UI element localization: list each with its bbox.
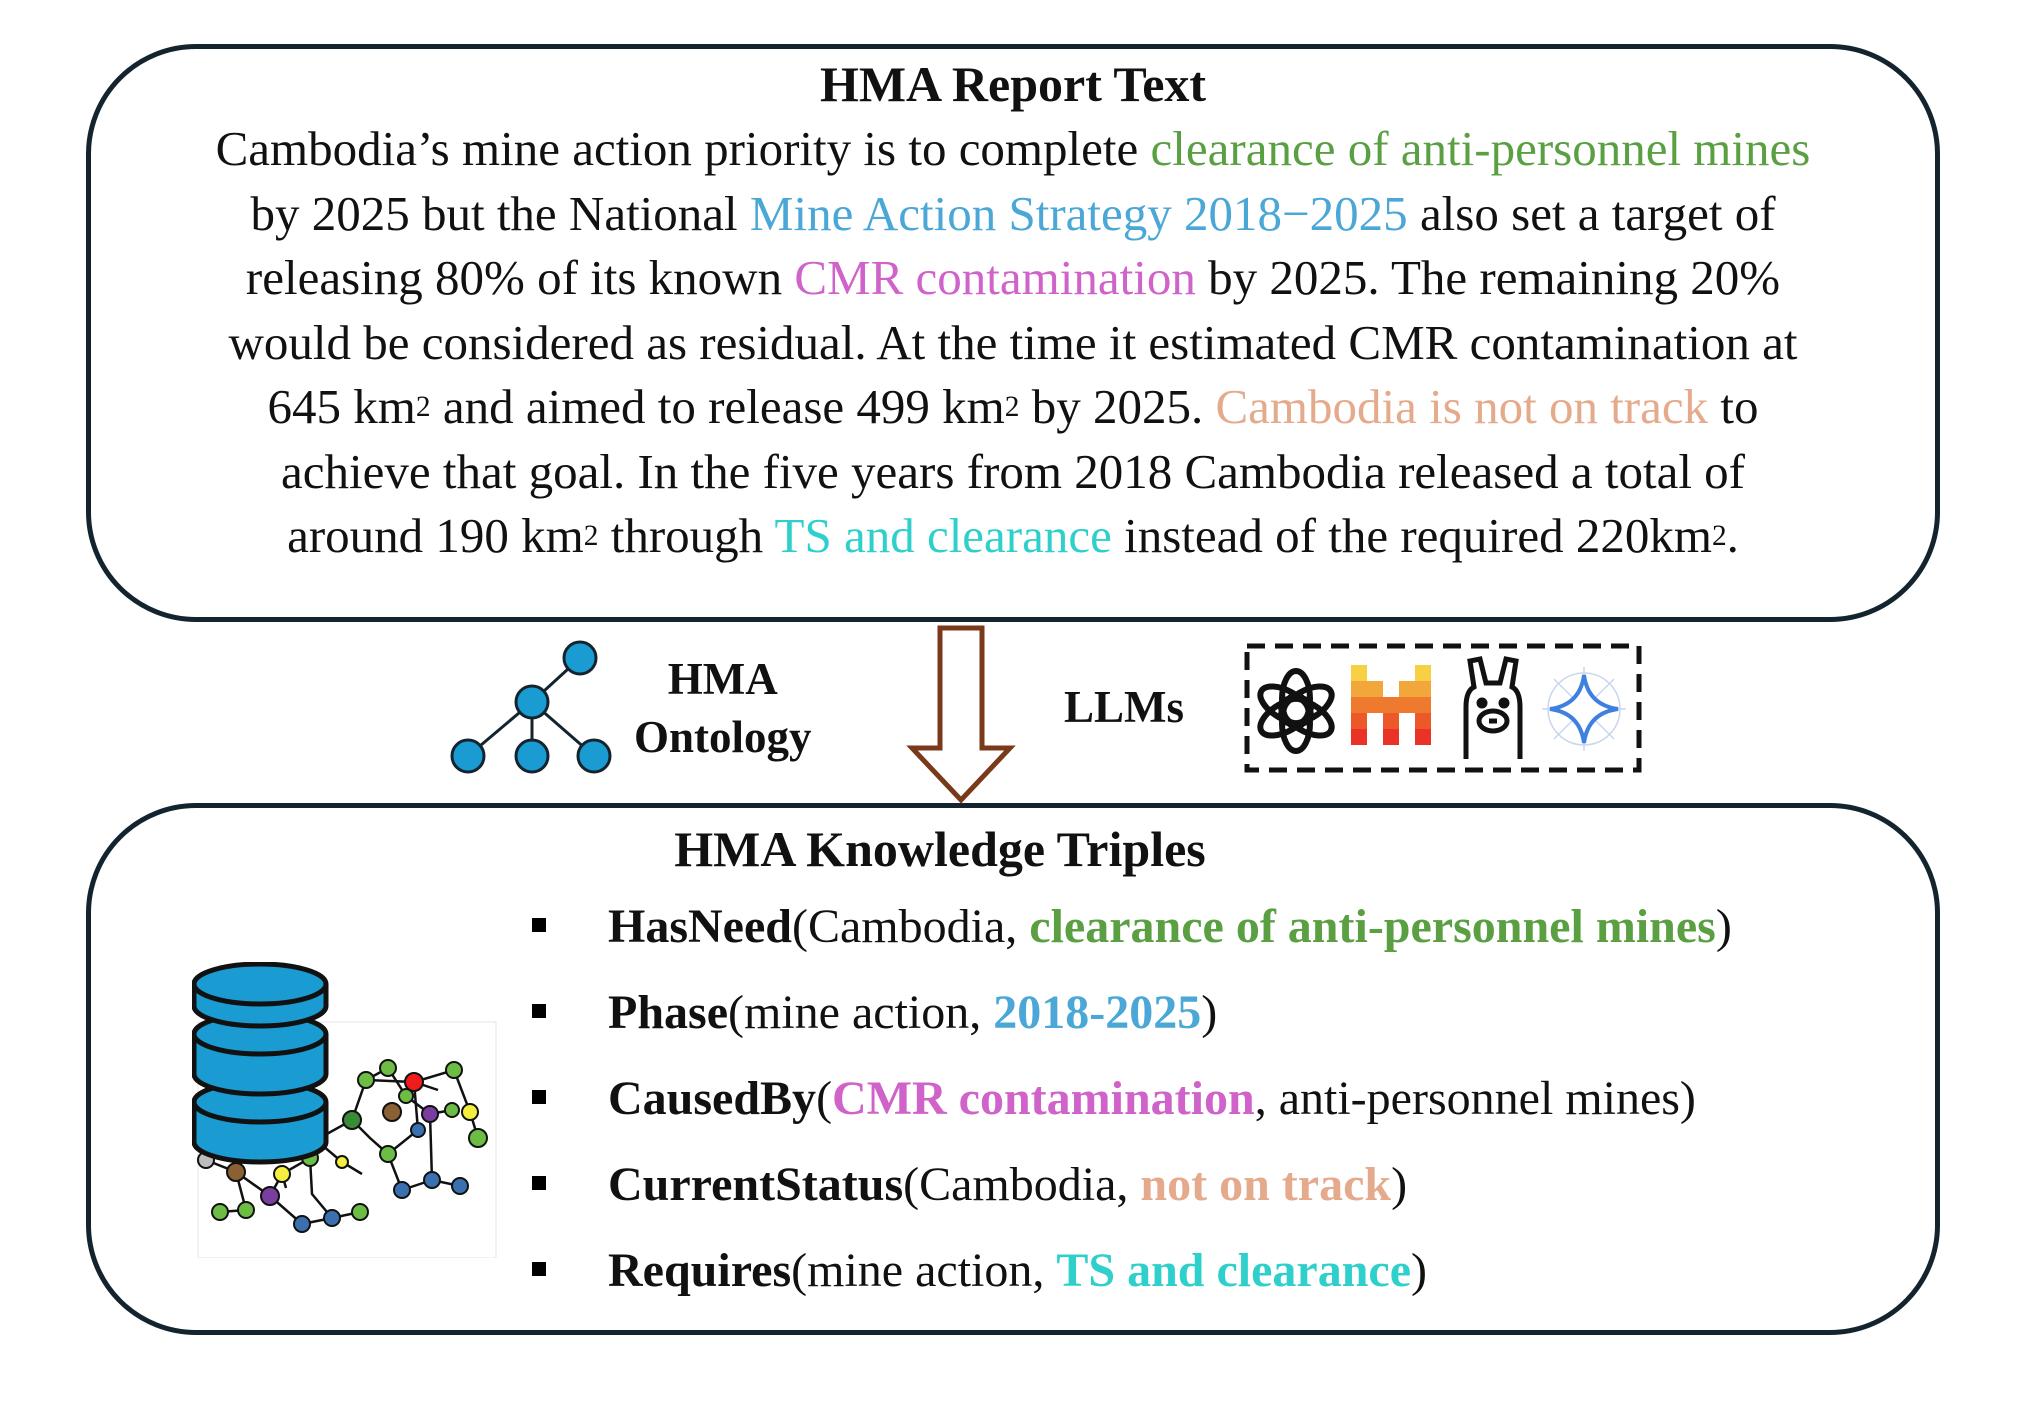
report-text-segment: . [1726, 508, 1739, 563]
superscript: 2 [1004, 390, 1020, 423]
triple-predicate: Requires [608, 1244, 792, 1297]
report-text-segment: would be considered as residual. At the … [228, 314, 1798, 370]
triple-text: ( [816, 1072, 833, 1125]
square-bullet-icon [532, 918, 546, 932]
tree-graph-icon [450, 640, 612, 774]
square-bullet-icon [532, 1176, 546, 1190]
triple-item: CurrentStatus(Cambodia, not on track) [518, 1142, 1732, 1228]
triple-text: , anti-personnel mines) [1254, 1072, 1696, 1125]
highlighted-phrase: CMR contamination [794, 250, 1196, 305]
llama-logo-icon [1463, 656, 1523, 759]
triple-text: ) [1411, 1244, 1428, 1297]
triple-text: (mine action, [791, 1244, 1057, 1297]
superscript: 2 [1711, 519, 1727, 552]
triple-item: Requires(mine action, TS and clearance) [518, 1228, 1732, 1314]
openai-logo-icon [1257, 668, 1335, 754]
report-text-segment: to [1708, 379, 1759, 434]
llm-logos-group [1244, 643, 1642, 773]
report-text-segment: instead of the required 220km [1111, 508, 1712, 563]
report-text-segment: and aimed to release 499 km [430, 379, 1005, 434]
square-bullet-icon [532, 1090, 546, 1104]
mistral-logo-icon [1351, 665, 1431, 745]
gemini-logo-icon [1542, 667, 1626, 751]
report-text-segment: releasing 80% of its known [245, 250, 795, 305]
highlighted-phrase: Mine Action Strategy 2018−2025 [749, 185, 1408, 241]
superscript: 2 [583, 519, 599, 552]
report-line: 645 km2 and aimed to release 499 km2 by … [131, 375, 1895, 440]
highlighted-phrase: Cambodia is not on track [1215, 379, 1709, 434]
superscript: 2 [415, 390, 431, 423]
report-text-segment: by 2025. [1019, 379, 1216, 434]
report-text-segment: also set a target of [1407, 185, 1776, 241]
database-graph-icon [192, 962, 497, 1258]
ontology-label-line1: HMA [667, 654, 778, 704]
report-text-segment: by 2025 but the National [250, 185, 750, 241]
triple-highlight: clearance of anti-personnel mines [1029, 900, 1716, 953]
report-text-segment: by 2025. The remaining 20% [1195, 250, 1781, 305]
report-text-segment: Cambodia’s mine action priority is to co… [215, 121, 1151, 176]
ontology-label: HMA Ontology [634, 650, 812, 766]
triple-predicate: CurrentStatus [608, 1158, 904, 1211]
triple-text: ) [1201, 986, 1218, 1039]
llms-label: LLMs [1064, 682, 1185, 732]
down-arrow-icon [906, 625, 1016, 804]
triple-highlight: TS and clearance [1056, 1244, 1412, 1297]
report-text-segment: around 190 km [287, 508, 584, 563]
report-text-box: HMA Report Text Cambodia’s mine action p… [86, 44, 1940, 622]
report-text-segment: through [598, 508, 775, 563]
report-line: Cambodia’s mine action priority is to co… [131, 117, 1895, 182]
highlighted-phrase: clearance of anti-personnel mines [1150, 121, 1811, 176]
triples-title: HMA Knowledge Triples [674, 821, 1206, 877]
report-line: by 2025 but the National Mine Action Str… [131, 182, 1895, 247]
square-bullet-icon [532, 1262, 546, 1276]
report-title: HMA Report Text [819, 56, 1207, 112]
report-text-segment: 645 km [267, 379, 416, 434]
triple-text: (Cambodia, [903, 1158, 1141, 1211]
triple-text: ) [1715, 900, 1732, 953]
triple-highlight: 2018-2025 [993, 986, 1202, 1039]
triple-predicate: Phase [608, 986, 728, 1039]
report-line: achieve that goal. In the five years fro… [131, 440, 1895, 505]
report-line: around 190 km2 through TS and clearance … [131, 504, 1895, 569]
triple-text: (Cambodia, [791, 900, 1030, 953]
triple-predicate: HasNeed [608, 900, 792, 953]
triple-predicate: CausedBy [608, 1072, 817, 1125]
triple-text: ) [1391, 1158, 1408, 1211]
triple-text: (mine action, [728, 986, 994, 1039]
report-paragraph: Cambodia’s mine action priority is to co… [131, 117, 1895, 569]
triples-list: HasNeed(Cambodia, clearance of anti-pers… [518, 884, 1732, 1314]
triple-highlight: not on track [1140, 1158, 1392, 1211]
llm-logos-dashed-frame [1244, 643, 1642, 773]
report-line: would be considered as residual. At the … [131, 311, 1895, 376]
report-line: releasing 80% of its known CMR contamina… [131, 246, 1895, 311]
ontology-label-line2: Ontology [634, 712, 812, 762]
triple-item: HasNeed(Cambodia, clearance of anti-pers… [518, 884, 1732, 970]
triple-highlight: CMR contamination [832, 1072, 1255, 1125]
highlighted-phrase: TS and clearance [774, 508, 1112, 563]
triple-item: CausedBy(CMR contamination, anti-personn… [518, 1056, 1732, 1142]
report-text-segment: achieve that goal. In the five years fro… [281, 443, 1745, 499]
triple-item: Phase(mine action, 2018-2025) [518, 970, 1732, 1056]
square-bullet-icon [532, 1004, 546, 1018]
